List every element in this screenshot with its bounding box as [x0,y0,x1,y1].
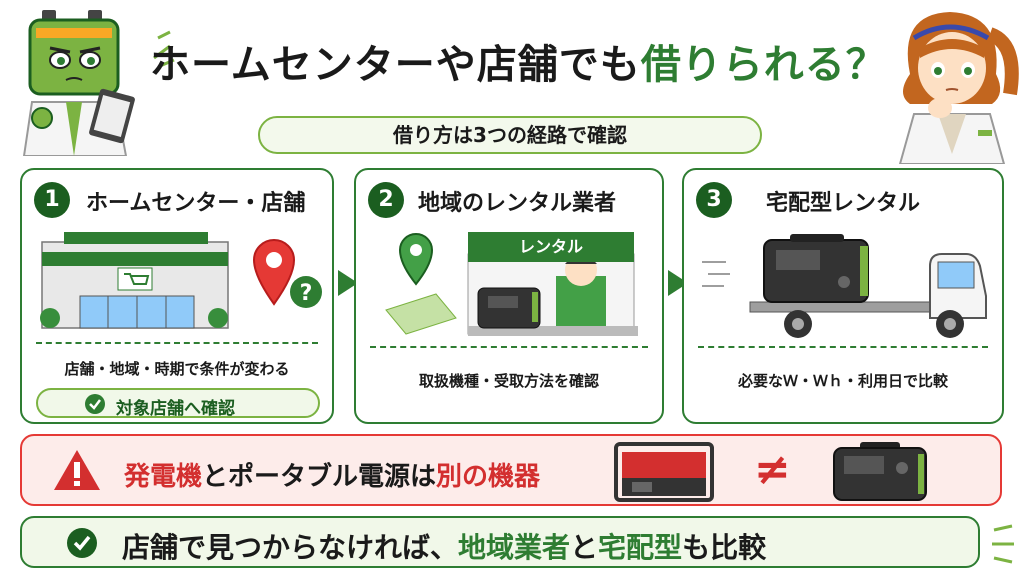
card-title-local: 地域のレンタル業者 [418,191,617,216]
check-icon [85,394,105,414]
svg-text:?: ? [300,281,313,306]
page-title: ホームセンターや店舗でも借りられる？ [150,32,886,90]
warning-generator-word: 発電機 [124,462,203,492]
arrow-right-icon [668,270,688,296]
warning-middle: とポータブル電源は [202,462,437,492]
route-card-local: 2 地域のレンタル業者 レンタル 取扱機種・受取方法を確認 [354,168,664,424]
bottom-and: と [570,531,599,564]
warning-different: 別の機器 [436,462,541,492]
generator-icon [614,442,714,502]
confirm-store-pill: 対象店舗へ確認 [36,388,320,419]
bottom-local-vendor: 地域業者 [458,531,571,564]
title-accent: 借りられる？ [640,42,887,88]
bottom-compare: も比較 [682,531,767,564]
route-card-delivery: 3 宅配型レンタル 必要なＷ・Ｗｈ・利用日で比較 [682,168,1004,424]
rental-sign-text: レンタル [518,237,583,256]
card-title-delivery: 宅配型レンタル [766,191,921,216]
bottom-part1: 店舗で見つからなければ、 [122,531,459,564]
rental-sign: レンタル [468,232,634,262]
truck-icon [702,234,987,338]
excitement-lines-icon [153,30,175,68]
warning-icon [54,450,100,490]
step-number-3: 3 [696,182,732,218]
scientist-girl-icon [898,12,1019,164]
title-main: ホームセンターや店舗でも [150,42,641,88]
not-equal-sign: ≠ [754,444,791,495]
bottom-text: 店舗で見つからなければ、地域業者と宅配型も比較 [122,526,766,566]
card-desc-local: 取扱機種・受取方法を確認 [418,372,599,390]
battery-mascot-icon [22,10,135,156]
confirm-store-text: 対象店舗へ確認 [116,399,235,419]
subtitle-pill: 借り方は3つの経路で確認 [258,116,762,154]
warning-text: 発電機とポータブル電源は別の機器 [124,456,540,493]
card-title-store: ホームセンター・店舗 [86,191,306,216]
excitement-lines-icon [992,524,1014,564]
route-card-store: 1 ホームセンター・店舗 ? 店舗・地域・時期で条件が変わる 対象店舗へ確認 [20,168,334,424]
step-number-2: 2 [368,182,404,218]
store-icon: ? [40,232,322,329]
card-desc-delivery: 必要なＷ・Ｗｈ・利用日で比較 [737,372,948,390]
bottom-banner: 店舗で見つからなければ、地域業者と宅配型も比較 [20,516,980,568]
step-number-1: 1 [34,182,70,218]
warning-box: 発電機とポータブル電源は別の機器 ≠ [20,434,1002,506]
bottom-delivery: 宅配型 [598,531,683,564]
arrow-right-icon [338,270,358,296]
card-desc-store: 店舗・地域・時期で条件が変わる [64,360,290,378]
check-icon [67,528,97,558]
power-station-icon [833,442,927,501]
rental-shop-icon [385,233,638,336]
